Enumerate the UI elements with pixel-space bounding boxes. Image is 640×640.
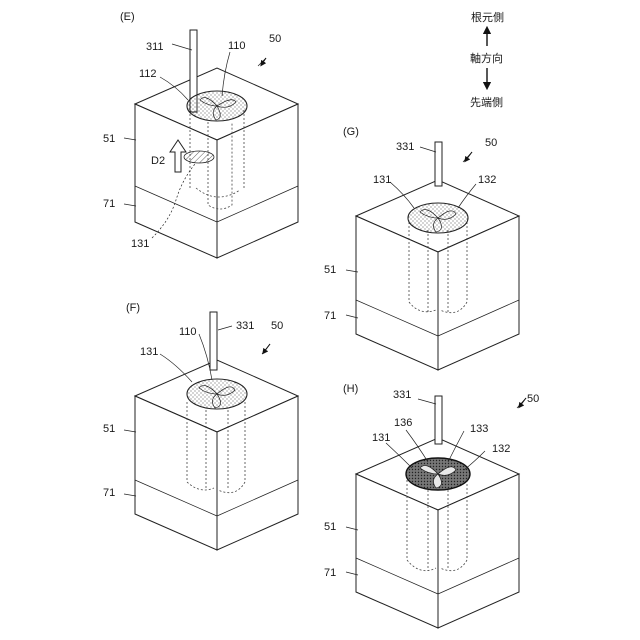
block-pointer-icon xyxy=(520,398,526,406)
shaft xyxy=(435,142,442,186)
label-top: 136 xyxy=(394,417,412,429)
label-base: 71 xyxy=(324,567,336,579)
panel-h-title: (H) xyxy=(343,383,358,395)
label-lower: 131 xyxy=(131,238,149,250)
label-left: 131 xyxy=(140,346,158,358)
label-arrow: D2 xyxy=(151,155,165,167)
label-block: 50 xyxy=(527,393,539,405)
direction-top-label: 根元側 xyxy=(471,10,504,24)
label-disc: 110 xyxy=(179,326,197,338)
label-base: 71 xyxy=(103,487,115,499)
leader-line xyxy=(420,147,436,152)
label-block: 50 xyxy=(485,137,497,149)
direction-bottom-label: 先端側 xyxy=(470,96,503,109)
leader-line xyxy=(124,430,136,432)
label-shaft: 311 xyxy=(146,41,164,53)
label-right: 132 xyxy=(478,174,496,186)
panel-h: (H) 331 50 136 133 131 132 51 71 xyxy=(324,383,539,628)
leader-line xyxy=(124,494,136,496)
panel-e: (E) 311 110 112 50 D2 51 71 131 xyxy=(103,11,298,258)
leader-line xyxy=(172,44,192,50)
shaft xyxy=(435,396,442,444)
shaft xyxy=(210,312,217,370)
label-body: 51 xyxy=(324,521,336,533)
label-ring: 112 xyxy=(139,68,157,80)
panel-f-title: (F) xyxy=(126,302,140,314)
panel-f: (F) 331 50 110 131 51 71 xyxy=(103,302,298,550)
label-body: 51 xyxy=(324,264,336,276)
leader-line xyxy=(124,204,136,206)
label-left: 131 xyxy=(372,432,390,444)
block-pointer-icon xyxy=(264,344,270,352)
leader-line xyxy=(418,399,436,404)
label-disc: 110 xyxy=(228,40,246,52)
label-block: 50 xyxy=(269,33,281,45)
label-left: 131 xyxy=(373,174,391,186)
leader-line xyxy=(124,138,136,140)
moving-piece xyxy=(184,151,214,163)
label-base: 71 xyxy=(324,310,336,322)
label-block: 50 xyxy=(271,320,283,332)
label-right: 132 xyxy=(492,443,510,455)
label-shaft: 331 xyxy=(396,141,414,153)
leader-line xyxy=(218,326,232,330)
panel-e-title: (E) xyxy=(120,11,135,23)
direction-legend: 根元側 軸方向 先端側 xyxy=(470,10,504,109)
label-base: 71 xyxy=(103,198,115,210)
label-shaft: 331 xyxy=(236,320,254,332)
label-mid: 133 xyxy=(470,423,488,435)
label-body: 51 xyxy=(103,133,115,145)
label-body: 51 xyxy=(103,423,115,435)
panel-g: (G) 331 50 131 132 51 71 xyxy=(324,126,519,370)
direction-middle-label: 軸方向 xyxy=(470,51,503,65)
label-shaft: 331 xyxy=(393,389,411,401)
panel-g-title: (G) xyxy=(343,126,359,138)
block-pointer-icon xyxy=(466,152,472,160)
